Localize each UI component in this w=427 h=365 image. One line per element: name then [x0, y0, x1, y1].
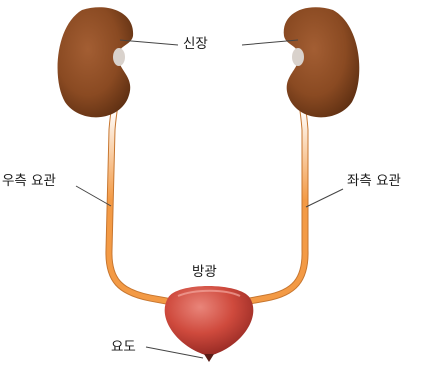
- bladder: [165, 286, 254, 362]
- bladder-label: 방광: [192, 264, 217, 280]
- right-kidney: [58, 7, 134, 117]
- left-kidney: [284, 7, 360, 117]
- urethra-tip: [204, 354, 214, 362]
- kidney-label: 신장: [183, 36, 208, 52]
- right-ureter-leader: [76, 186, 111, 206]
- left-ureter-leader: [306, 189, 343, 207]
- right-ureter-label: 우측 요관: [2, 173, 56, 189]
- left-ureter-label: 좌측 요관: [347, 173, 401, 189]
- urethra-label: 요도: [111, 339, 136, 355]
